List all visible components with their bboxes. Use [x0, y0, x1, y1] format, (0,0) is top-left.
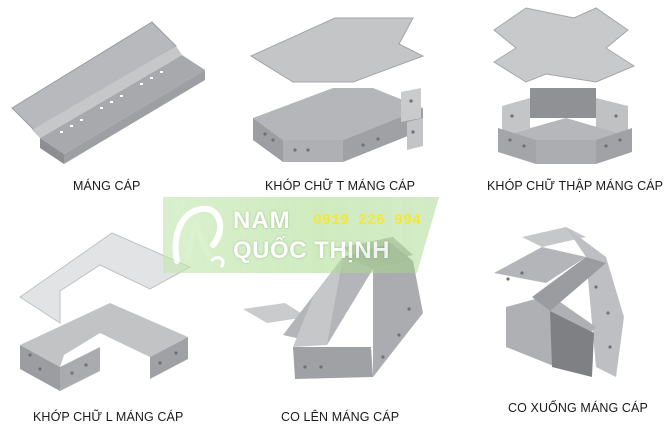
- cross-junction-illustration: [493, 7, 636, 164]
- nqt-monogram-logo: [172, 205, 225, 269]
- product-label: KHÓP CHỮ T MÁNG CÁP: [265, 179, 416, 193]
- straight-cable-tray: MÁNG CÁP: [0, 0, 223, 200]
- product-label: CO LÊN MÁNG CÁP: [281, 410, 400, 424]
- watermark-phone: 0919 226 994: [313, 212, 422, 229]
- product-label: KHÓP CHỮ THẬP MÁNG CÁP: [487, 179, 664, 193]
- tee-junction-tray: KHÓP CHỮ T MÁNG CÁP: [223, 0, 446, 200]
- product-label: KHỚP CHỮ L MÁNG CÁP: [33, 410, 184, 424]
- elbow-junction-tray: KHỚP CHỮ L MÁNG CÁP: [0, 217, 223, 434]
- descending-elbow-illustration: [494, 227, 624, 377]
- cross-junction-tray: KHÓP CHỮ THẬP MÁNG CÁP: [446, 0, 669, 200]
- brand-watermark: NAM 0919 226 994 QUỐC THỊNH: [163, 197, 439, 273]
- watermark-brand-sub: QUỐC THỊNH: [233, 237, 390, 264]
- watermark-brand: NAM: [233, 207, 291, 234]
- tee-junction-illustration: [249, 17, 425, 162]
- elbow-junction-illustration: [19, 232, 192, 391]
- product-label: MÁNG CÁP: [73, 179, 141, 193]
- descending-elbow-tray: CO XUỐNG MÁNG CÁP: [446, 217, 669, 434]
- straight-cable-tray-illustration: [11, 21, 205, 164]
- product-label: CO XUỐNG MÁNG CÁP: [508, 401, 648, 415]
